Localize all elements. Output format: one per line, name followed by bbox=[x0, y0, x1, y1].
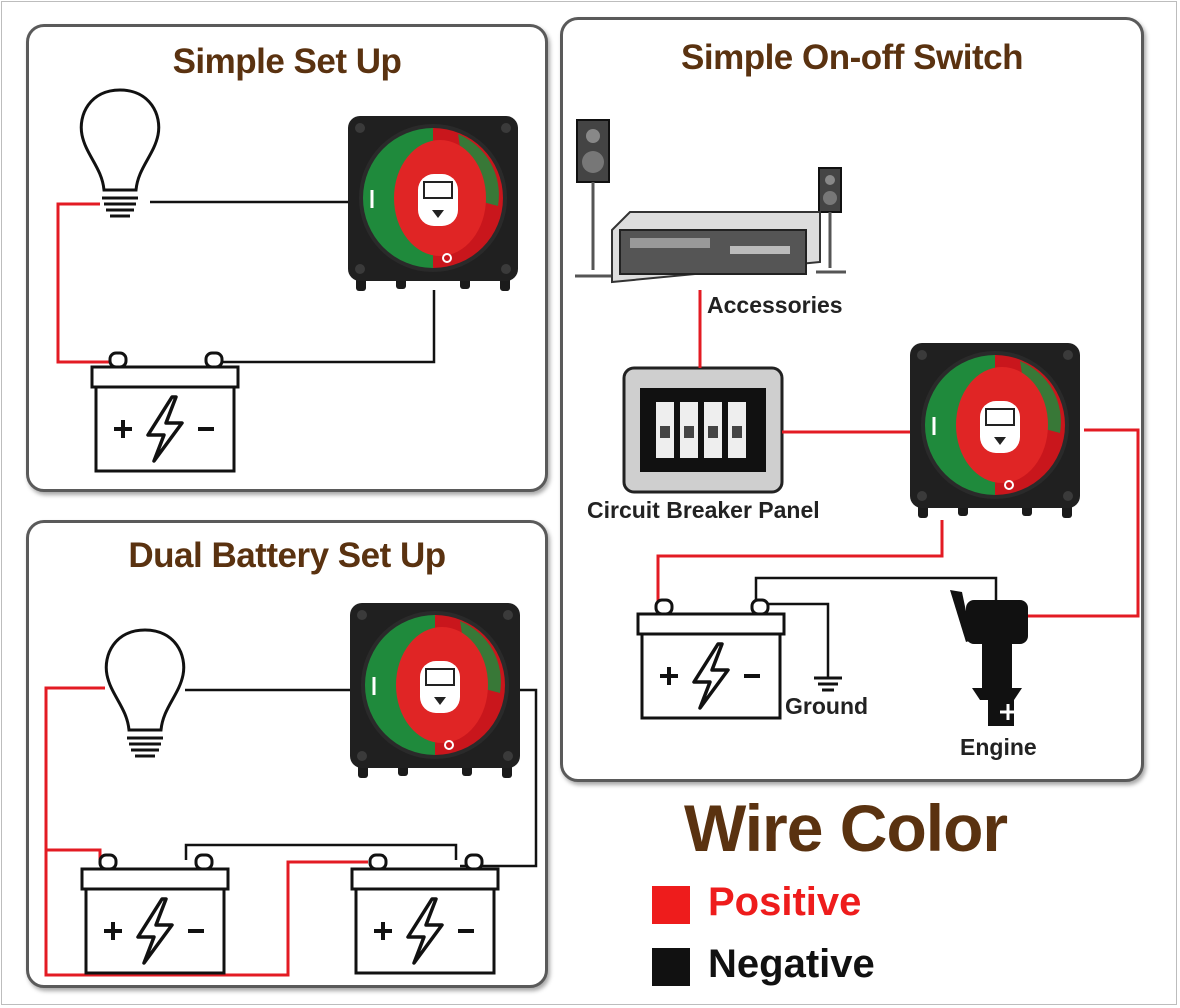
legend-positive-swatch bbox=[652, 886, 690, 924]
legend-positive-label: Positive bbox=[708, 880, 862, 924]
label-ground: Ground bbox=[785, 693, 869, 719]
circuit-breaker-panel-icon bbox=[622, 366, 784, 494]
battery-icon-1 bbox=[80, 853, 230, 975]
panel-title-simple-setup: Simple Set Up bbox=[172, 42, 402, 81]
engine-icon bbox=[950, 590, 1028, 726]
battery-switch-icon bbox=[346, 114, 520, 293]
legend-title: Wire Color bbox=[684, 791, 1008, 865]
accessories-icon bbox=[575, 119, 846, 284]
panel-title-dual-battery: Dual Battery Set Up bbox=[128, 536, 446, 575]
light-bulb-icon bbox=[79, 88, 161, 218]
on-off-wires bbox=[656, 290, 1140, 692]
legend-negative-swatch bbox=[652, 948, 690, 986]
label-engine: Engine bbox=[960, 734, 1037, 760]
label-accessories: Accessories bbox=[707, 292, 843, 318]
legend-negative-label: Negative bbox=[708, 942, 875, 986]
panel-title-on-off-switch: Simple On-off Switch bbox=[681, 38, 1023, 77]
battery-icon-3 bbox=[636, 598, 786, 720]
label-circuit-breaker: Circuit Breaker Panel bbox=[587, 497, 820, 523]
battery-icon-2 bbox=[350, 853, 500, 975]
battery-icon bbox=[90, 351, 240, 473]
battery-switch-icon-2 bbox=[348, 601, 522, 780]
dual-battery-wires bbox=[44, 686, 538, 977]
simple-setup-wires bbox=[56, 200, 436, 364]
battery-switch-icon-3 bbox=[908, 341, 1082, 520]
light-bulb-icon-2 bbox=[104, 628, 186, 758]
